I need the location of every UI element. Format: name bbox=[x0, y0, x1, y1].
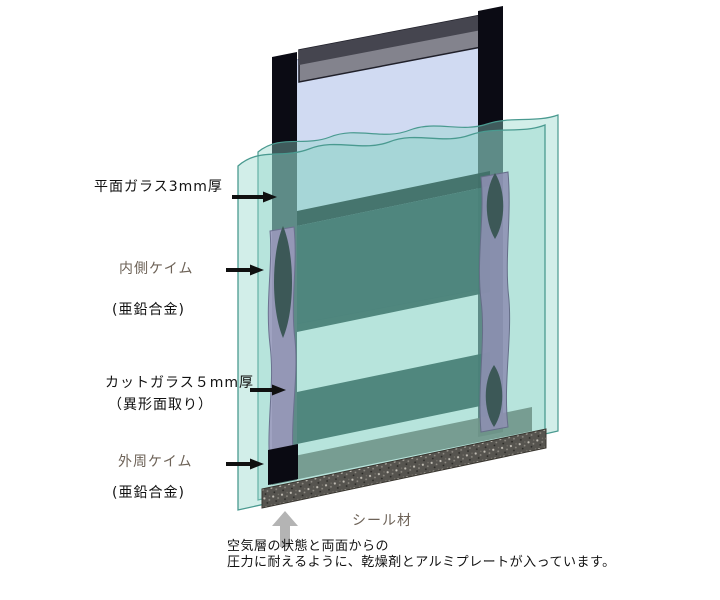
label-outer-came: 外周ケイム bbox=[118, 454, 193, 470]
label-outer-came-material: (亜鉛合金) bbox=[112, 485, 185, 501]
caption-line-1: 空気層の状態と両面からの bbox=[227, 539, 390, 554]
arrow-right-icon bbox=[250, 384, 286, 396]
inner-assembly bbox=[267, 171, 532, 485]
label-flat-glass: 平面ガラス3mm厚 bbox=[94, 179, 223, 195]
label-cut-glass-chamfer: （異形面取り） bbox=[108, 397, 213, 413]
aluminum-plate-band bbox=[270, 407, 532, 485]
label-inner-came-material: (亜鉛合金) bbox=[112, 302, 185, 318]
bottom-seal-group bbox=[261, 428, 547, 509]
solder-joint-right-upper bbox=[486, 173, 504, 239]
cut-glass-band-middle bbox=[297, 352, 490, 444]
front-glass-pane bbox=[237, 124, 546, 511]
cut-glass-band-upper bbox=[297, 186, 490, 332]
inner-came-right bbox=[478, 171, 511, 433]
solder-joint-left bbox=[274, 226, 292, 338]
solder-joint-right-lower bbox=[485, 365, 503, 427]
caption-line-2: 圧力に耐えるように、乾燥剤とアルミプレートが入っています。 bbox=[227, 555, 616, 570]
cut-glass-band-top-strip bbox=[297, 171, 490, 226]
arrow-right-icon bbox=[232, 191, 277, 203]
outer-came-corner bbox=[268, 444, 298, 485]
arrow-right-icon bbox=[226, 458, 264, 470]
top-rail-bar-shadow bbox=[299, 13, 492, 65]
label-cut-glass: カットガラス５mm厚 bbox=[105, 375, 254, 391]
arrow-up-icon bbox=[272, 511, 298, 547]
label-inner-came: 内側ケイム bbox=[119, 261, 194, 277]
seal-bar bbox=[261, 428, 547, 509]
label-seal: シール材 bbox=[352, 513, 412, 529]
arrow-right-icon bbox=[226, 264, 264, 276]
